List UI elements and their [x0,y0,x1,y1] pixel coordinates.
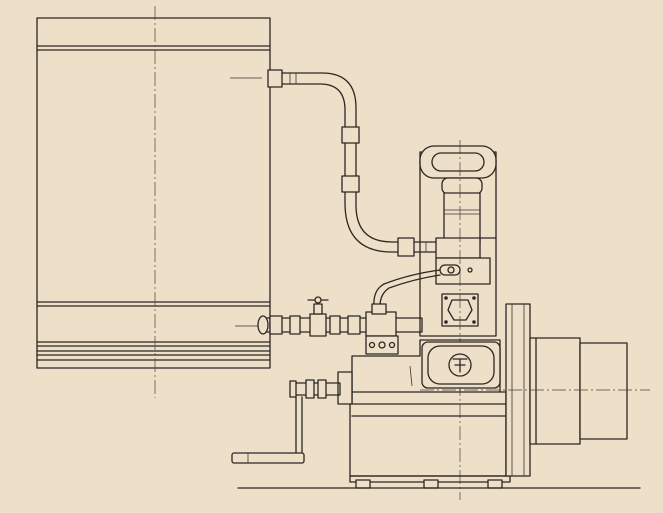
pulley-hub [529,337,581,445]
tank [36,6,271,398]
crankcase-band [345,391,507,405]
feed-pipe-run [261,317,423,333]
pipe-coupling-upper [341,126,360,144]
cylinder-union-block [435,237,481,259]
starting-crank [231,379,341,464]
pipe-union [397,237,415,257]
nozzle-block [435,257,491,285]
cylinder-neck [441,177,483,195]
tank-outline [36,17,271,369]
governor-block [365,335,399,355]
pipe-coupling-lower [341,175,360,193]
cylinder-column [419,140,497,500]
crank-shaft [291,382,341,396]
fuel-pump-block [365,311,397,337]
gate-valve [307,296,329,337]
fuel-line [373,269,441,317]
flywheel [420,303,650,477]
tank-outlet-flange [257,315,269,335]
belt-pulley [579,342,628,440]
crank-handle [231,452,305,464]
crankcase-lower [349,403,507,477]
cylinder-body [443,192,481,244]
return-pipe [267,69,437,257]
tank-inlet-fitting [267,69,283,88]
feed-pipe [257,296,423,337]
tank-bottom-bands [36,301,271,361]
hub-emblem [448,353,472,377]
